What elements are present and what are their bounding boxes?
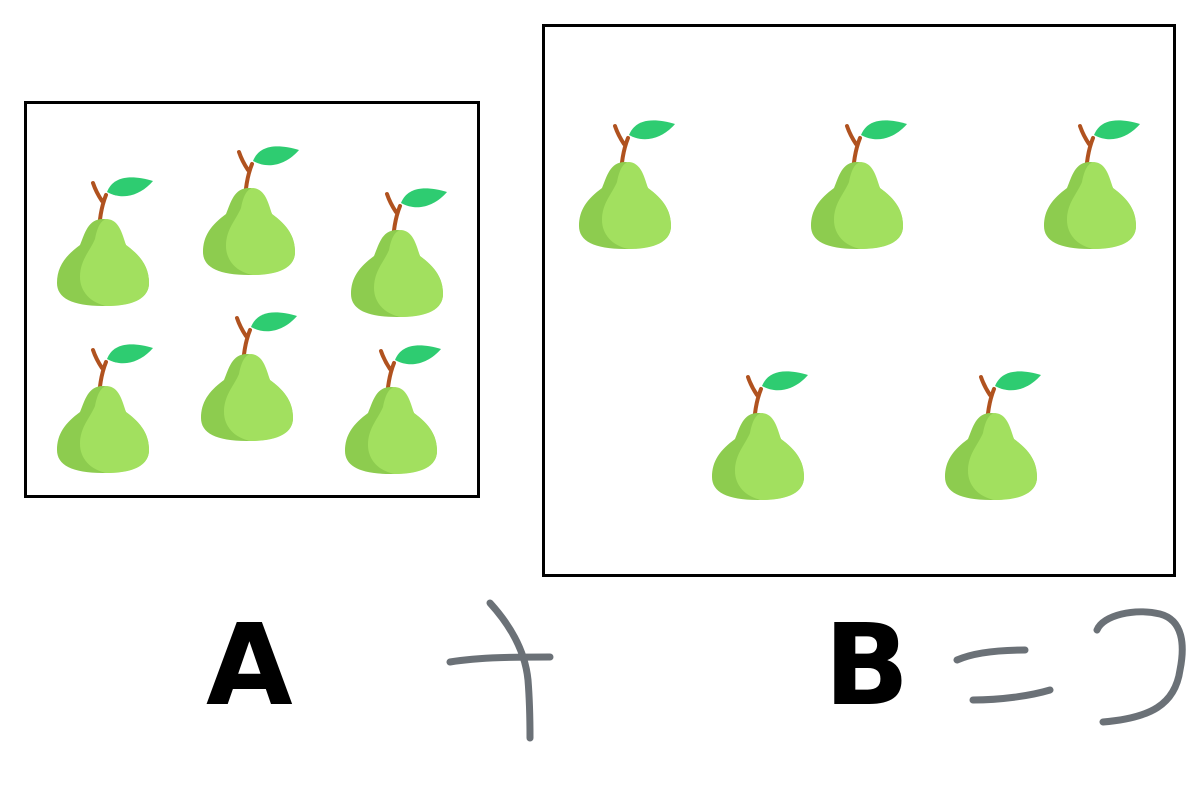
pear-icon bbox=[809, 102, 909, 252]
pear-icon bbox=[943, 353, 1043, 503]
handwritten-answer-b bbox=[953, 608, 1186, 726]
pear-icon bbox=[55, 159, 155, 309]
pear-icon bbox=[349, 170, 449, 320]
pear-icon bbox=[199, 294, 299, 444]
pear-icon bbox=[201, 128, 301, 278]
pear-icon bbox=[343, 327, 443, 477]
pear-icon bbox=[1042, 102, 1142, 252]
pear-icon bbox=[55, 326, 155, 476]
handwritten-answer-a bbox=[446, 599, 554, 742]
pear-icon bbox=[577, 102, 677, 252]
pear-icon bbox=[710, 353, 810, 503]
group-b-box bbox=[542, 24, 1176, 577]
group-b-label: B bbox=[824, 601, 910, 731]
group-a-label: A bbox=[206, 601, 293, 731]
group-a-box bbox=[24, 101, 480, 498]
